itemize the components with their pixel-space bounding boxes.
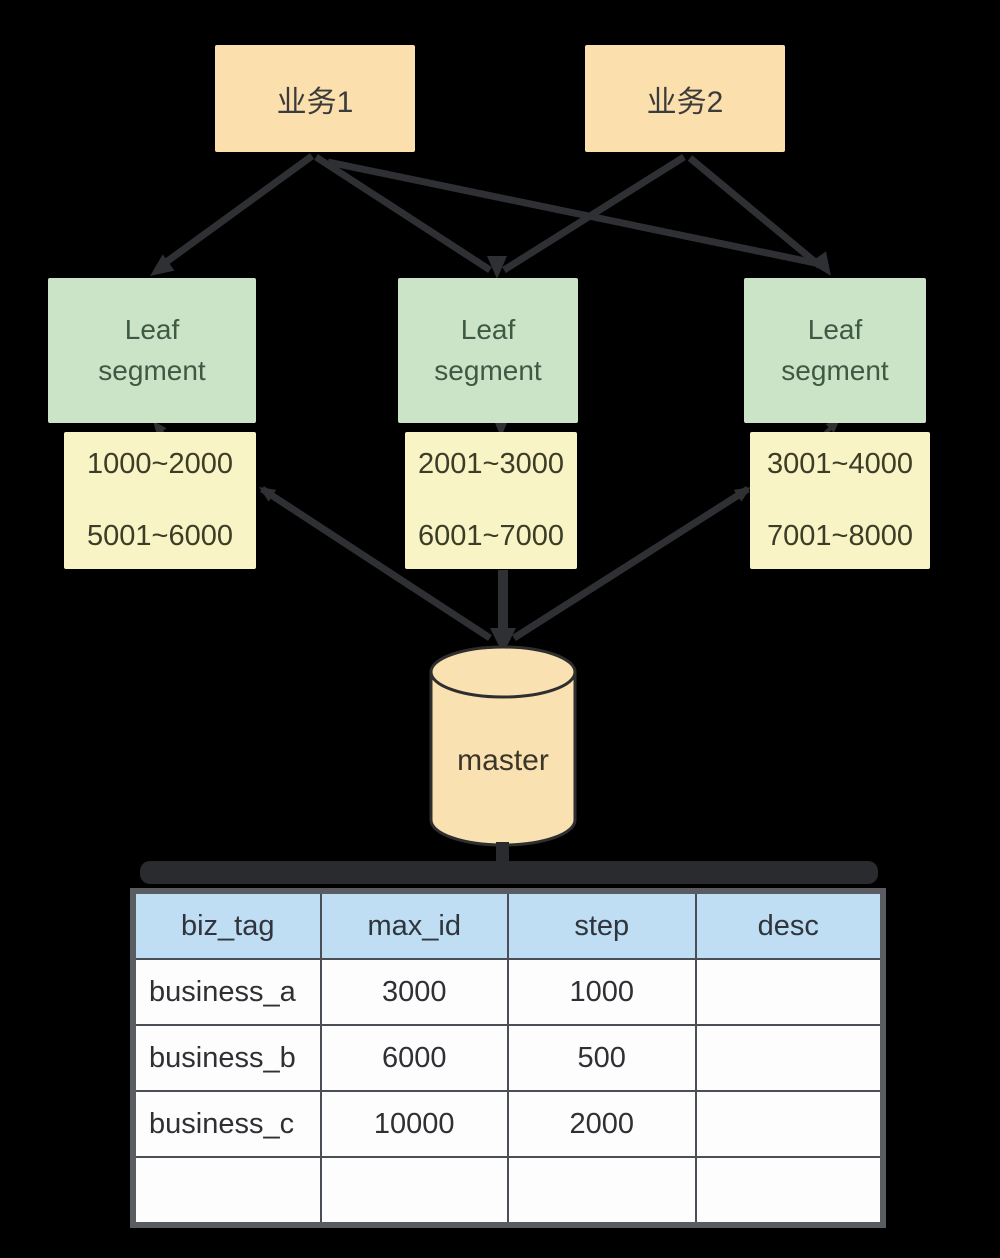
cell-desc: [694, 1156, 884, 1226]
arrowhead-leaf2-segment2-icon: [495, 423, 507, 437]
segment-ranges-1-node: 1000~2000 5001~6000: [64, 432, 256, 569]
table-row: [132, 1156, 884, 1226]
cell-step: 500: [507, 1024, 697, 1092]
cell-biz-tag: business_b: [132, 1024, 322, 1092]
arrow-segment1-master: [260, 486, 492, 641]
business-1-label: 业务1: [276, 85, 354, 119]
arrow-segment3-master: [512, 486, 750, 641]
cell-desc: [694, 958, 884, 1026]
master-database-node: master: [427, 642, 579, 848]
arrowhead-master-icon: [490, 628, 516, 654]
segment-2-range-1: 2001~3000: [418, 448, 564, 480]
cell-max-id: 6000: [319, 1024, 509, 1092]
cell-max-id: [319, 1156, 509, 1226]
segment-ranges-2-node: 2001~3000 6001~7000: [405, 432, 577, 569]
cell-biz-tag: business_c: [132, 1090, 322, 1158]
leaf-segment-2-label: Leaf segment: [434, 313, 542, 386]
arrowhead-segment1-icon: [259, 487, 277, 502]
leaf-segment-2-node: Leaf segment: [398, 278, 578, 423]
leaf-segment-1-label: Leaf segment: [98, 313, 206, 386]
table-row: business_b 6000 500: [132, 1024, 884, 1092]
business-2-label: 业务2: [646, 85, 724, 119]
arrow-biz1-leaf3: [327, 158, 821, 268]
segments-table: biz_tag max_id step desc business_a 3000…: [130, 888, 886, 1228]
business-1-node: 业务1: [215, 45, 415, 152]
segment-1-range-1: 1000~2000: [87, 448, 233, 480]
col-header-desc: desc: [694, 890, 884, 960]
cell-step: [507, 1156, 697, 1226]
col-header-max-id: max_id: [319, 890, 509, 960]
segment-2-range-2: 6001~7000: [418, 520, 564, 552]
cell-desc: [694, 1024, 884, 1092]
cell-max-id: 10000: [319, 1090, 509, 1158]
arrow-biz2-leaf3: [687, 155, 823, 269]
master-table-stub-connector: [496, 842, 509, 864]
col-header-step: step: [507, 890, 697, 960]
arrowhead-leaf1-segment1-icon: [153, 421, 167, 436]
master-label: master: [457, 744, 549, 777]
segment-3-range-1: 3001~4000: [767, 448, 913, 480]
cell-max-id: 3000: [319, 958, 509, 1026]
table-header-row: biz_tag max_id step desc: [132, 890, 884, 960]
table-row: business_c 10000 2000: [132, 1090, 884, 1158]
leaf-segment-3-label: Leaf segment: [781, 313, 889, 386]
segment-3-range-2: 7001~8000: [767, 520, 913, 552]
cell-step: 2000: [507, 1090, 697, 1158]
cell-step: 1000: [507, 958, 697, 1026]
arrow-biz1-leaf1: [155, 153, 315, 271]
arrow-biz1-leaf2: [314, 154, 492, 273]
business-2-node: 业务2: [585, 45, 785, 152]
table-row: business_a 3000 1000: [132, 958, 884, 1026]
cell-desc: [694, 1090, 884, 1158]
segment-ranges-3-node: 3001~4000 7001~8000: [750, 432, 930, 569]
segment-1-range-2: 5001~6000: [87, 520, 233, 552]
col-header-biz-tag: biz_tag: [132, 890, 322, 960]
arrowhead-leaf3-icon: [809, 251, 831, 276]
leaf-segment-1-node: Leaf segment: [48, 278, 256, 423]
leaf-segment-3-node: Leaf segment: [744, 278, 926, 423]
arrowhead-segment3-icon: [733, 487, 751, 502]
master-table-bar-connector: [140, 861, 878, 884]
cell-biz-tag: [132, 1156, 322, 1226]
cell-biz-tag: business_a: [132, 958, 322, 1026]
arrow-biz2-leaf2: [502, 154, 686, 273]
arrowhead-leaf2-icon: [487, 256, 507, 279]
arrowhead-biz1-leaf1-icon: [150, 254, 175, 276]
